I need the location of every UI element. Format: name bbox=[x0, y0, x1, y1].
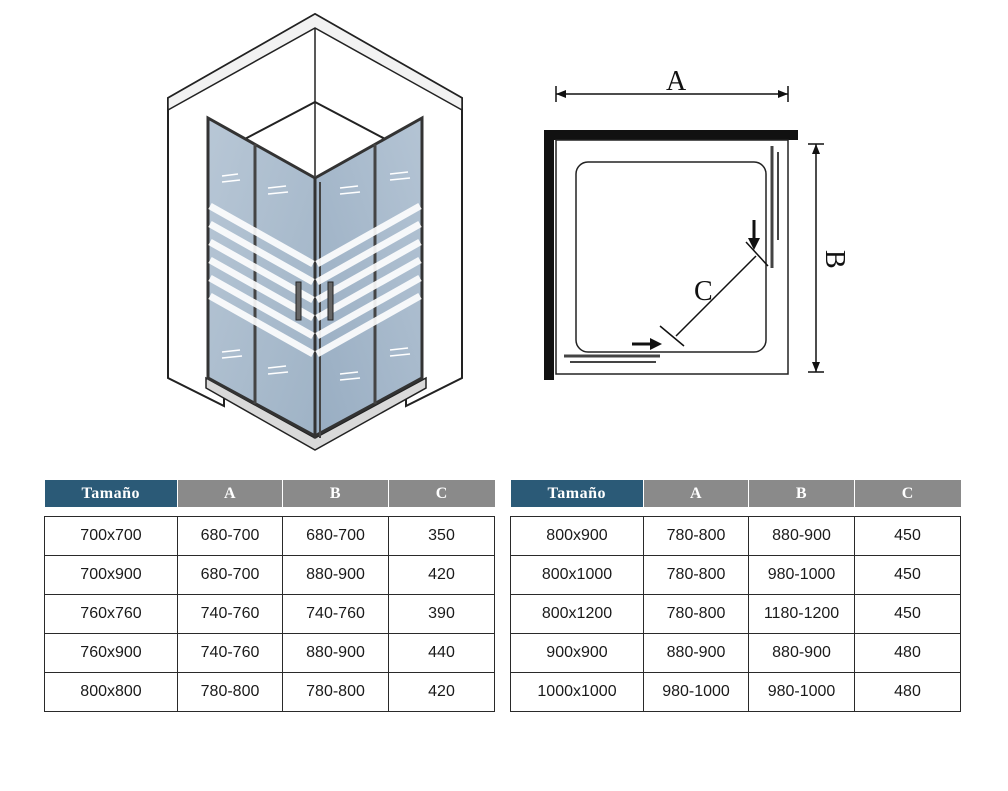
shower-enclosure-illustration bbox=[167, 12, 463, 451]
header-b: B bbox=[748, 480, 855, 507]
size-cell: 1000x1000 bbox=[510, 672, 644, 712]
b-cell: 980-1000 bbox=[748, 672, 855, 712]
c-cell: 440 bbox=[388, 633, 495, 673]
size-cell: 800x900 bbox=[510, 516, 644, 556]
b-cell: 880-900 bbox=[282, 555, 389, 595]
b-cell: 980-1000 bbox=[748, 555, 855, 595]
table-header-row: Tamaño A B C bbox=[44, 480, 495, 507]
a-cell: 880-900 bbox=[643, 633, 749, 673]
size-table-left: Tamaño A B C 700x700 680-700 680-700 350… bbox=[44, 480, 495, 712]
c-cell: 480 bbox=[854, 672, 961, 712]
c-cell: 420 bbox=[388, 672, 495, 712]
table-row: 760x900 740-760 880-900 440 bbox=[44, 633, 495, 673]
header-tamano: Tamaño bbox=[44, 480, 178, 507]
c-cell: 480 bbox=[854, 633, 961, 673]
a-cell: 740-760 bbox=[177, 594, 283, 634]
c-cell: 390 bbox=[388, 594, 495, 634]
table-row: 700x900 680-700 880-900 420 bbox=[44, 555, 495, 595]
table-row: 900x900 880-900 880-900 480 bbox=[510, 633, 961, 673]
plan-view-diagram: A B C bbox=[544, 66, 850, 380]
b-cell: 880-900 bbox=[282, 633, 389, 673]
header-tamano: Tamaño bbox=[510, 480, 644, 507]
size-cell: 700x900 bbox=[44, 555, 178, 595]
header-a: A bbox=[643, 480, 749, 507]
a-cell: 780-800 bbox=[643, 555, 749, 595]
size-cell: 760x900 bbox=[44, 633, 178, 673]
table-row: 800x1200 780-800 1180-1200 450 bbox=[510, 594, 961, 634]
a-cell: 780-800 bbox=[643, 516, 749, 556]
b-cell: 880-900 bbox=[748, 633, 855, 673]
a-cell: 780-800 bbox=[643, 594, 749, 634]
b-cell: 880-900 bbox=[748, 516, 855, 556]
size-cell: 800x800 bbox=[44, 672, 178, 712]
c-cell: 450 bbox=[854, 516, 961, 556]
c-cell: 420 bbox=[388, 555, 495, 595]
size-cell: 760x760 bbox=[44, 594, 178, 634]
b-cell: 780-800 bbox=[282, 672, 389, 712]
table-row: 800x800 780-800 780-800 420 bbox=[44, 672, 495, 712]
header-c: C bbox=[854, 480, 961, 507]
a-cell: 680-700 bbox=[177, 555, 283, 595]
c-cell: 450 bbox=[854, 555, 961, 595]
table-header-row: Tamaño A B C bbox=[510, 480, 961, 507]
dimension-c-label: C bbox=[694, 276, 713, 307]
header-a: A bbox=[177, 480, 283, 507]
table-row: 800x1000 780-800 980-1000 450 bbox=[510, 555, 961, 595]
table-row: 760x760 740-760 740-760 390 bbox=[44, 594, 495, 634]
header-c: C bbox=[388, 480, 495, 507]
b-cell: 740-760 bbox=[282, 594, 389, 634]
table-row: 1000x1000 980-1000 980-1000 480 bbox=[510, 672, 961, 712]
size-cell: 700x700 bbox=[44, 516, 178, 556]
size-table-right: Tamaño A B C 800x900 780-800 880-900 450… bbox=[510, 480, 961, 712]
dimension-b-label: B bbox=[819, 250, 850, 269]
table-row: 800x900 780-800 880-900 450 bbox=[510, 516, 961, 556]
a-cell: 780-800 bbox=[177, 672, 283, 712]
a-cell: 680-700 bbox=[177, 516, 283, 556]
dimension-a-label: A bbox=[666, 66, 687, 97]
c-cell: 450 bbox=[854, 594, 961, 634]
size-cell: 800x1200 bbox=[510, 594, 644, 634]
header-b: B bbox=[282, 480, 389, 507]
table-row: 700x700 680-700 680-700 350 bbox=[44, 516, 495, 556]
b-cell: 680-700 bbox=[282, 516, 389, 556]
a-cell: 980-1000 bbox=[643, 672, 749, 712]
b-cell: 1180-1200 bbox=[748, 594, 855, 634]
size-cell: 900x900 bbox=[510, 633, 644, 673]
c-cell: 350 bbox=[388, 516, 495, 556]
a-cell: 740-760 bbox=[177, 633, 283, 673]
size-cell: 800x1000 bbox=[510, 555, 644, 595]
